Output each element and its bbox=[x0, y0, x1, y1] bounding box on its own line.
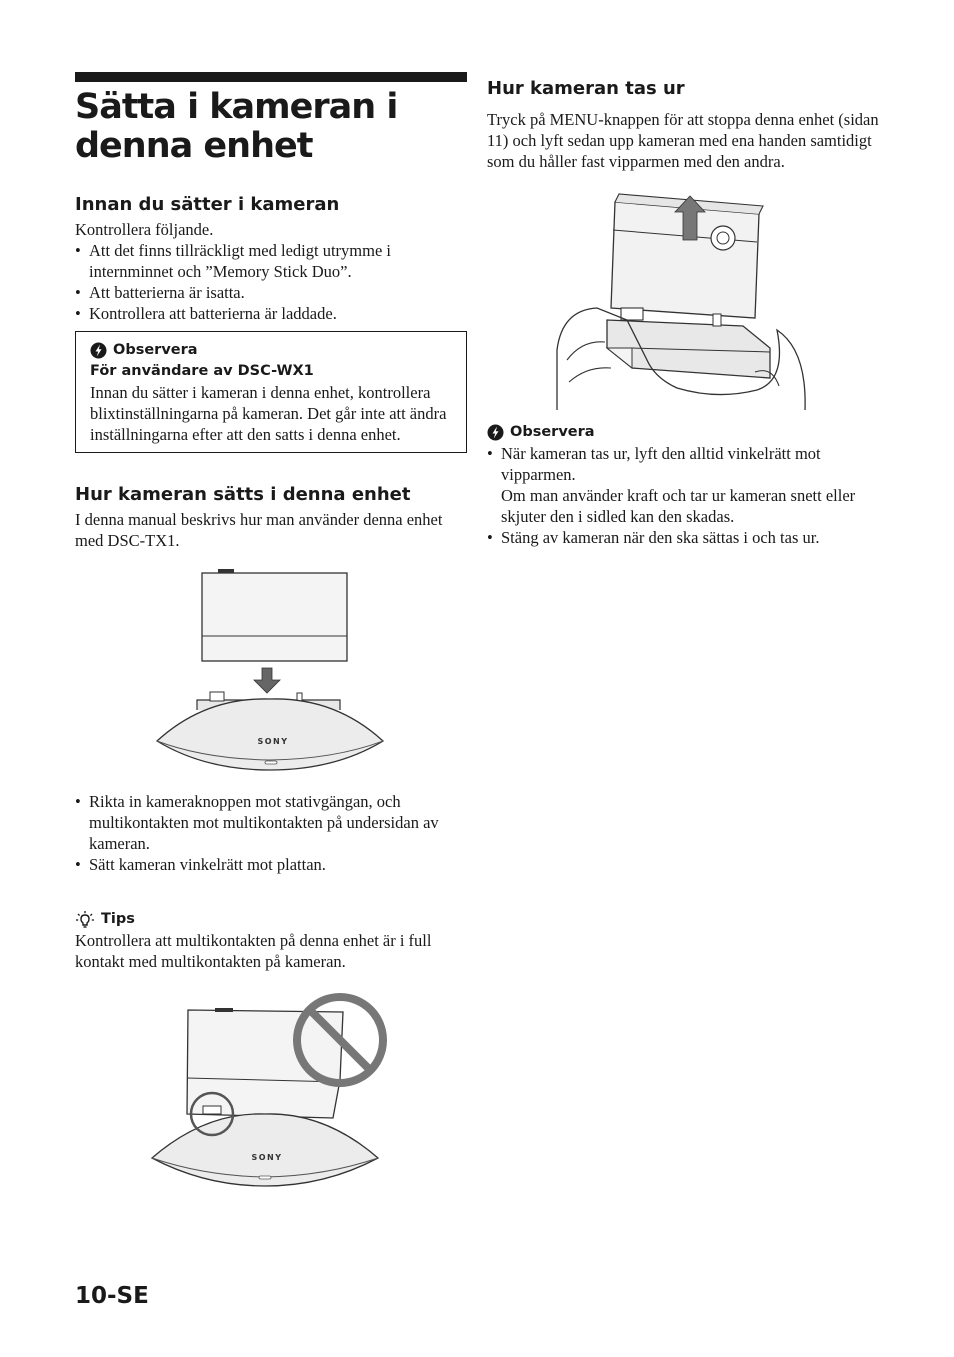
list-item: •Att batterierna är isatta. bbox=[75, 283, 245, 302]
section2-bullet-list: •Rikta in kameraknoppen mot stativgängan… bbox=[75, 791, 467, 875]
list-item: •Stäng av kameran när den ska sättas i o… bbox=[487, 528, 820, 547]
sony-logo: SONY bbox=[257, 737, 288, 746]
section3-intro: Tryck på MENU-knappen för att stoppa den… bbox=[487, 110, 879, 171]
title-rule bbox=[75, 72, 467, 82]
caution-icon bbox=[90, 342, 107, 359]
caution-icon bbox=[487, 424, 504, 441]
tips-label: Tips bbox=[101, 911, 135, 927]
list-item: •Sätt kameran vinkelrätt mot plattan. bbox=[75, 855, 326, 874]
note-label: Observera bbox=[113, 342, 198, 358]
left-column: Sätta i kameran i denna enhet Innan du s… bbox=[75, 72, 467, 1202]
lightbulb-icon bbox=[76, 910, 94, 928]
note-box-wx1: Observera För användare av DSC-WX1 Innan… bbox=[75, 331, 467, 453]
section2-intro: I denna manual beskrivs hur man använder… bbox=[75, 510, 443, 550]
tips-heading: Tips bbox=[75, 909, 467, 930]
list-item: •Rikta in kameraknoppen mot stativgängan… bbox=[75, 792, 439, 853]
section-heading-how-remove: Hur kameran tas ur bbox=[487, 78, 685, 99]
note-subheading: För användare av DSC-WX1 bbox=[90, 363, 314, 379]
section-heading-how-insert: Hur kameran sätts i denna enhet bbox=[75, 484, 411, 505]
illustration-remove-camera bbox=[556, 193, 806, 411]
note2-label: Observera bbox=[510, 424, 595, 440]
section1-bullet-list: •Att det finns tillräckligt med ledigt u… bbox=[75, 240, 467, 324]
section-heading-before-insert: Innan du sätter i kameran bbox=[75, 194, 340, 215]
list-item: • När kameran tas ur, lyft den alltid vi… bbox=[487, 444, 856, 526]
note-heading: Observera bbox=[90, 340, 452, 361]
sony-logo: SONY bbox=[251, 1153, 282, 1162]
note-text: Innan du sätter i kameran i denna enhet,… bbox=[90, 383, 447, 444]
page-number: 10-SE bbox=[75, 1283, 149, 1309]
illustration-insert-camera: SONY bbox=[155, 569, 385, 771]
tips-text: Kontrollera att multikontakten på denna … bbox=[75, 931, 432, 971]
list-item: •Kontrollera att batterierna är laddade. bbox=[75, 304, 337, 323]
page-title: Sätta i kameran i denna enhet bbox=[75, 87, 398, 166]
section1-intro: Kontrollera följande. bbox=[75, 220, 214, 239]
list-item: •Att det finns tillräckligt med ledigt u… bbox=[75, 241, 391, 281]
note2-bullet-list: • När kameran tas ur, lyft den alltid vi… bbox=[487, 443, 882, 548]
right-column: Hur kameran tas ur Tryck på MENU-knappen… bbox=[487, 78, 882, 548]
illustration-incorrect-insert: SONY bbox=[150, 993, 387, 1187]
note2-heading: Observera bbox=[487, 422, 882, 443]
